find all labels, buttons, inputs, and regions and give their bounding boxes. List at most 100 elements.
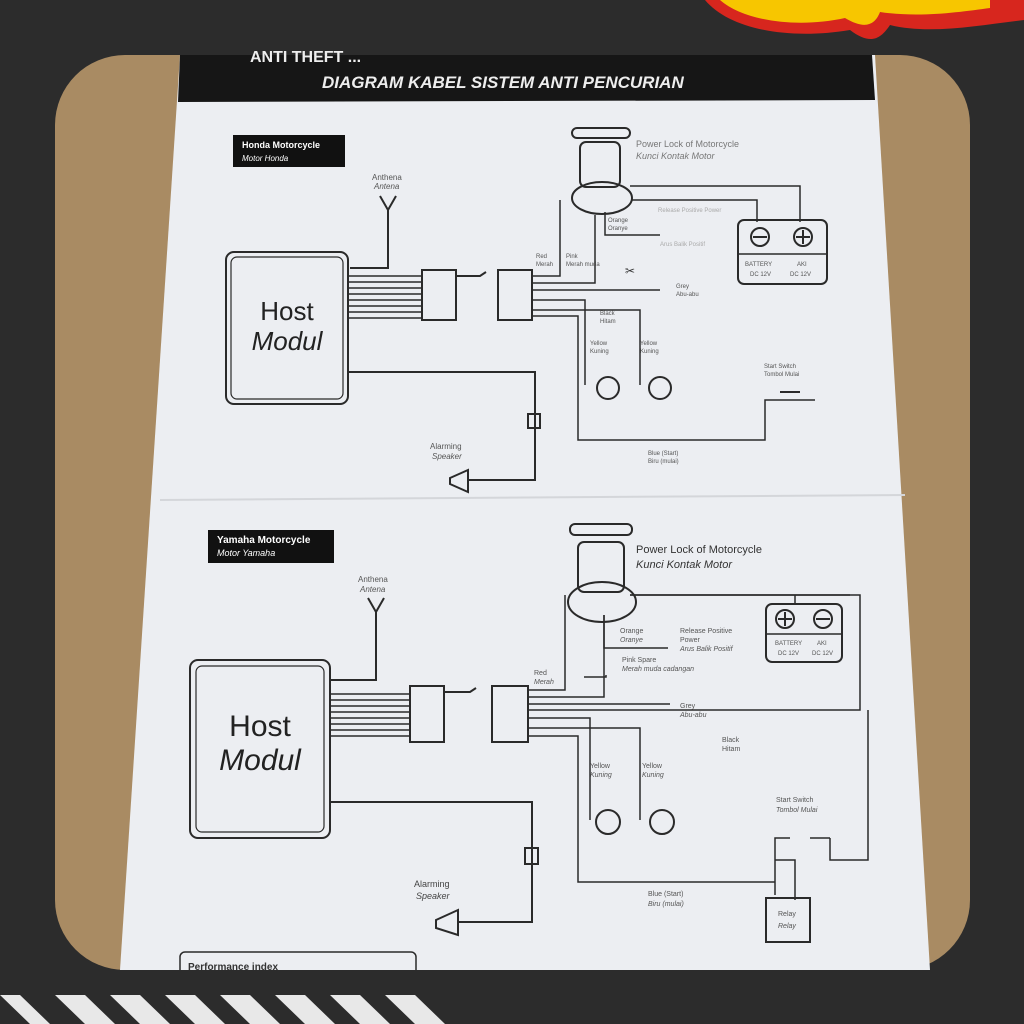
diagram-label: AKI xyxy=(797,262,807,268)
led-icon xyxy=(596,376,620,400)
diagram-label: Arus Balik Positif xyxy=(679,646,734,653)
connector xyxy=(421,269,457,321)
antenna-icon xyxy=(350,195,397,269)
diagram-label: DC 12V xyxy=(812,651,833,657)
diagram-label: Blue (Start) xyxy=(648,891,683,898)
diagram-label: DC 12V xyxy=(750,272,771,278)
diagram-wire xyxy=(195,665,325,833)
key-icon xyxy=(571,127,631,139)
diagram-wire xyxy=(385,995,445,1024)
diagram-label: Power Lock of Motorcycle xyxy=(636,139,739,149)
diagram-label: Host xyxy=(260,296,314,326)
diagram-label: Modul xyxy=(252,326,324,356)
diagram-label: Oranye xyxy=(608,226,628,232)
diagram-wire xyxy=(569,523,633,536)
diagram-label: Antena xyxy=(373,182,400,191)
diagram-label: Motor Honda xyxy=(242,154,289,163)
flame-decoration xyxy=(705,0,1024,40)
diagram-label: DC 12V xyxy=(778,651,799,657)
honda-host-module xyxy=(225,251,349,405)
diagram-label: Kuning xyxy=(640,349,659,355)
diagram-wire xyxy=(604,185,801,236)
diagram-label: Orange xyxy=(620,628,643,635)
diagram-label: Hitam xyxy=(600,319,616,325)
diagram-label: Merah muda cadangan xyxy=(622,666,694,673)
diagram-label: Yamaha Motorcycle xyxy=(217,535,311,546)
diagram-label: Power Lock of Motorcycle xyxy=(636,544,762,556)
diagram-label: Start Switch xyxy=(764,364,796,370)
diagram-label: Motor Yamaha xyxy=(217,548,275,558)
diagram-label: Pink xyxy=(566,254,579,260)
header-title: ANTI THEFT ... xyxy=(250,49,361,66)
honda-battery xyxy=(737,219,828,285)
diagram-wire xyxy=(527,413,541,429)
diagram-label: Biru (mulai) xyxy=(648,901,684,908)
diagram-wire xyxy=(793,227,813,247)
diagram-label: Anthena xyxy=(372,173,402,182)
diagram-wire xyxy=(491,685,529,743)
diagram-label: Merah xyxy=(534,679,554,686)
diagram-label: Kunci Kontak Motor xyxy=(636,151,716,161)
diagram-label: Tombol Mulai xyxy=(764,372,799,378)
diagram-label: Yellow xyxy=(640,341,658,347)
diagram-wire xyxy=(778,612,792,626)
diagram-label: Abu-abu xyxy=(679,712,707,719)
diagram-label: Merah xyxy=(536,262,553,268)
diagram-label: Kunci Kontak Motor xyxy=(636,559,733,571)
diagram-wire xyxy=(110,995,170,1024)
diagram-label: Red xyxy=(536,254,547,260)
diagram-wire xyxy=(409,685,445,743)
diagram-wire xyxy=(524,847,539,865)
diagram-label: Merah muda xyxy=(566,262,600,268)
diagram-label: Kuning xyxy=(590,772,612,779)
diagram-label: Release Positive Power xyxy=(658,208,721,214)
led-icon xyxy=(649,809,675,835)
honda-badge xyxy=(233,135,345,167)
diagram-wire xyxy=(230,256,344,400)
diagram-label: Hitam xyxy=(722,746,740,753)
diagram-wire xyxy=(0,970,1024,995)
diagram-wire xyxy=(796,230,810,244)
diagram-label: Relay xyxy=(778,911,796,918)
diagram-wire xyxy=(275,995,335,1024)
diagram-wire xyxy=(577,541,625,593)
diagram-wire xyxy=(775,609,795,629)
diagram-label: Honda Motorcycle xyxy=(242,140,320,150)
diagram-wire xyxy=(567,581,637,623)
diagram-label: Alarming xyxy=(414,879,450,889)
diagram-label: Release Positive xyxy=(680,628,732,635)
diagram-label: BATTERY xyxy=(775,641,802,647)
honda-diagram: Honda Motorcycle Motor Honda Anthena Ant… xyxy=(225,127,828,494)
diagram-wire xyxy=(220,995,280,1024)
diagram-label: Biru (mulai) xyxy=(648,459,679,465)
diagram-label: Power xyxy=(680,637,701,644)
speaker-icon xyxy=(449,468,469,494)
diagram-wire xyxy=(348,371,536,481)
diagram-wire xyxy=(330,597,385,681)
diagram-label: BATTERY xyxy=(745,262,772,268)
relay-box xyxy=(765,897,811,943)
diagram-label: Red xyxy=(534,670,547,677)
diagram-label: Tombol Mulai xyxy=(776,807,818,814)
diagram-label: Anthena xyxy=(358,575,388,584)
stripe-decoration xyxy=(0,995,445,1024)
diagram-wire xyxy=(532,200,815,441)
yamaha-diagram: Yamaha Motorcycle Motor Yamaha Anthena A… xyxy=(189,523,869,943)
paper-sheet xyxy=(120,55,930,970)
yamaha-host-module xyxy=(189,659,331,839)
diagram-label: Start Switch xyxy=(776,797,813,804)
diagram-label: Speaker xyxy=(432,452,462,461)
diagram-label: Yellow xyxy=(590,763,611,770)
ignition-lock xyxy=(579,141,621,188)
diagram-wire xyxy=(330,995,390,1024)
diagram-wire xyxy=(571,181,633,215)
diagram-label: Blue (Start) xyxy=(648,451,678,457)
diagram-label: Kuning xyxy=(590,349,609,355)
diagram-label: Modul xyxy=(219,744,302,777)
scissors-icon: ✂ xyxy=(625,264,635,278)
diagram-wire xyxy=(750,227,770,247)
diagram-wire xyxy=(584,594,850,678)
diagram-label: AKI xyxy=(817,641,827,647)
